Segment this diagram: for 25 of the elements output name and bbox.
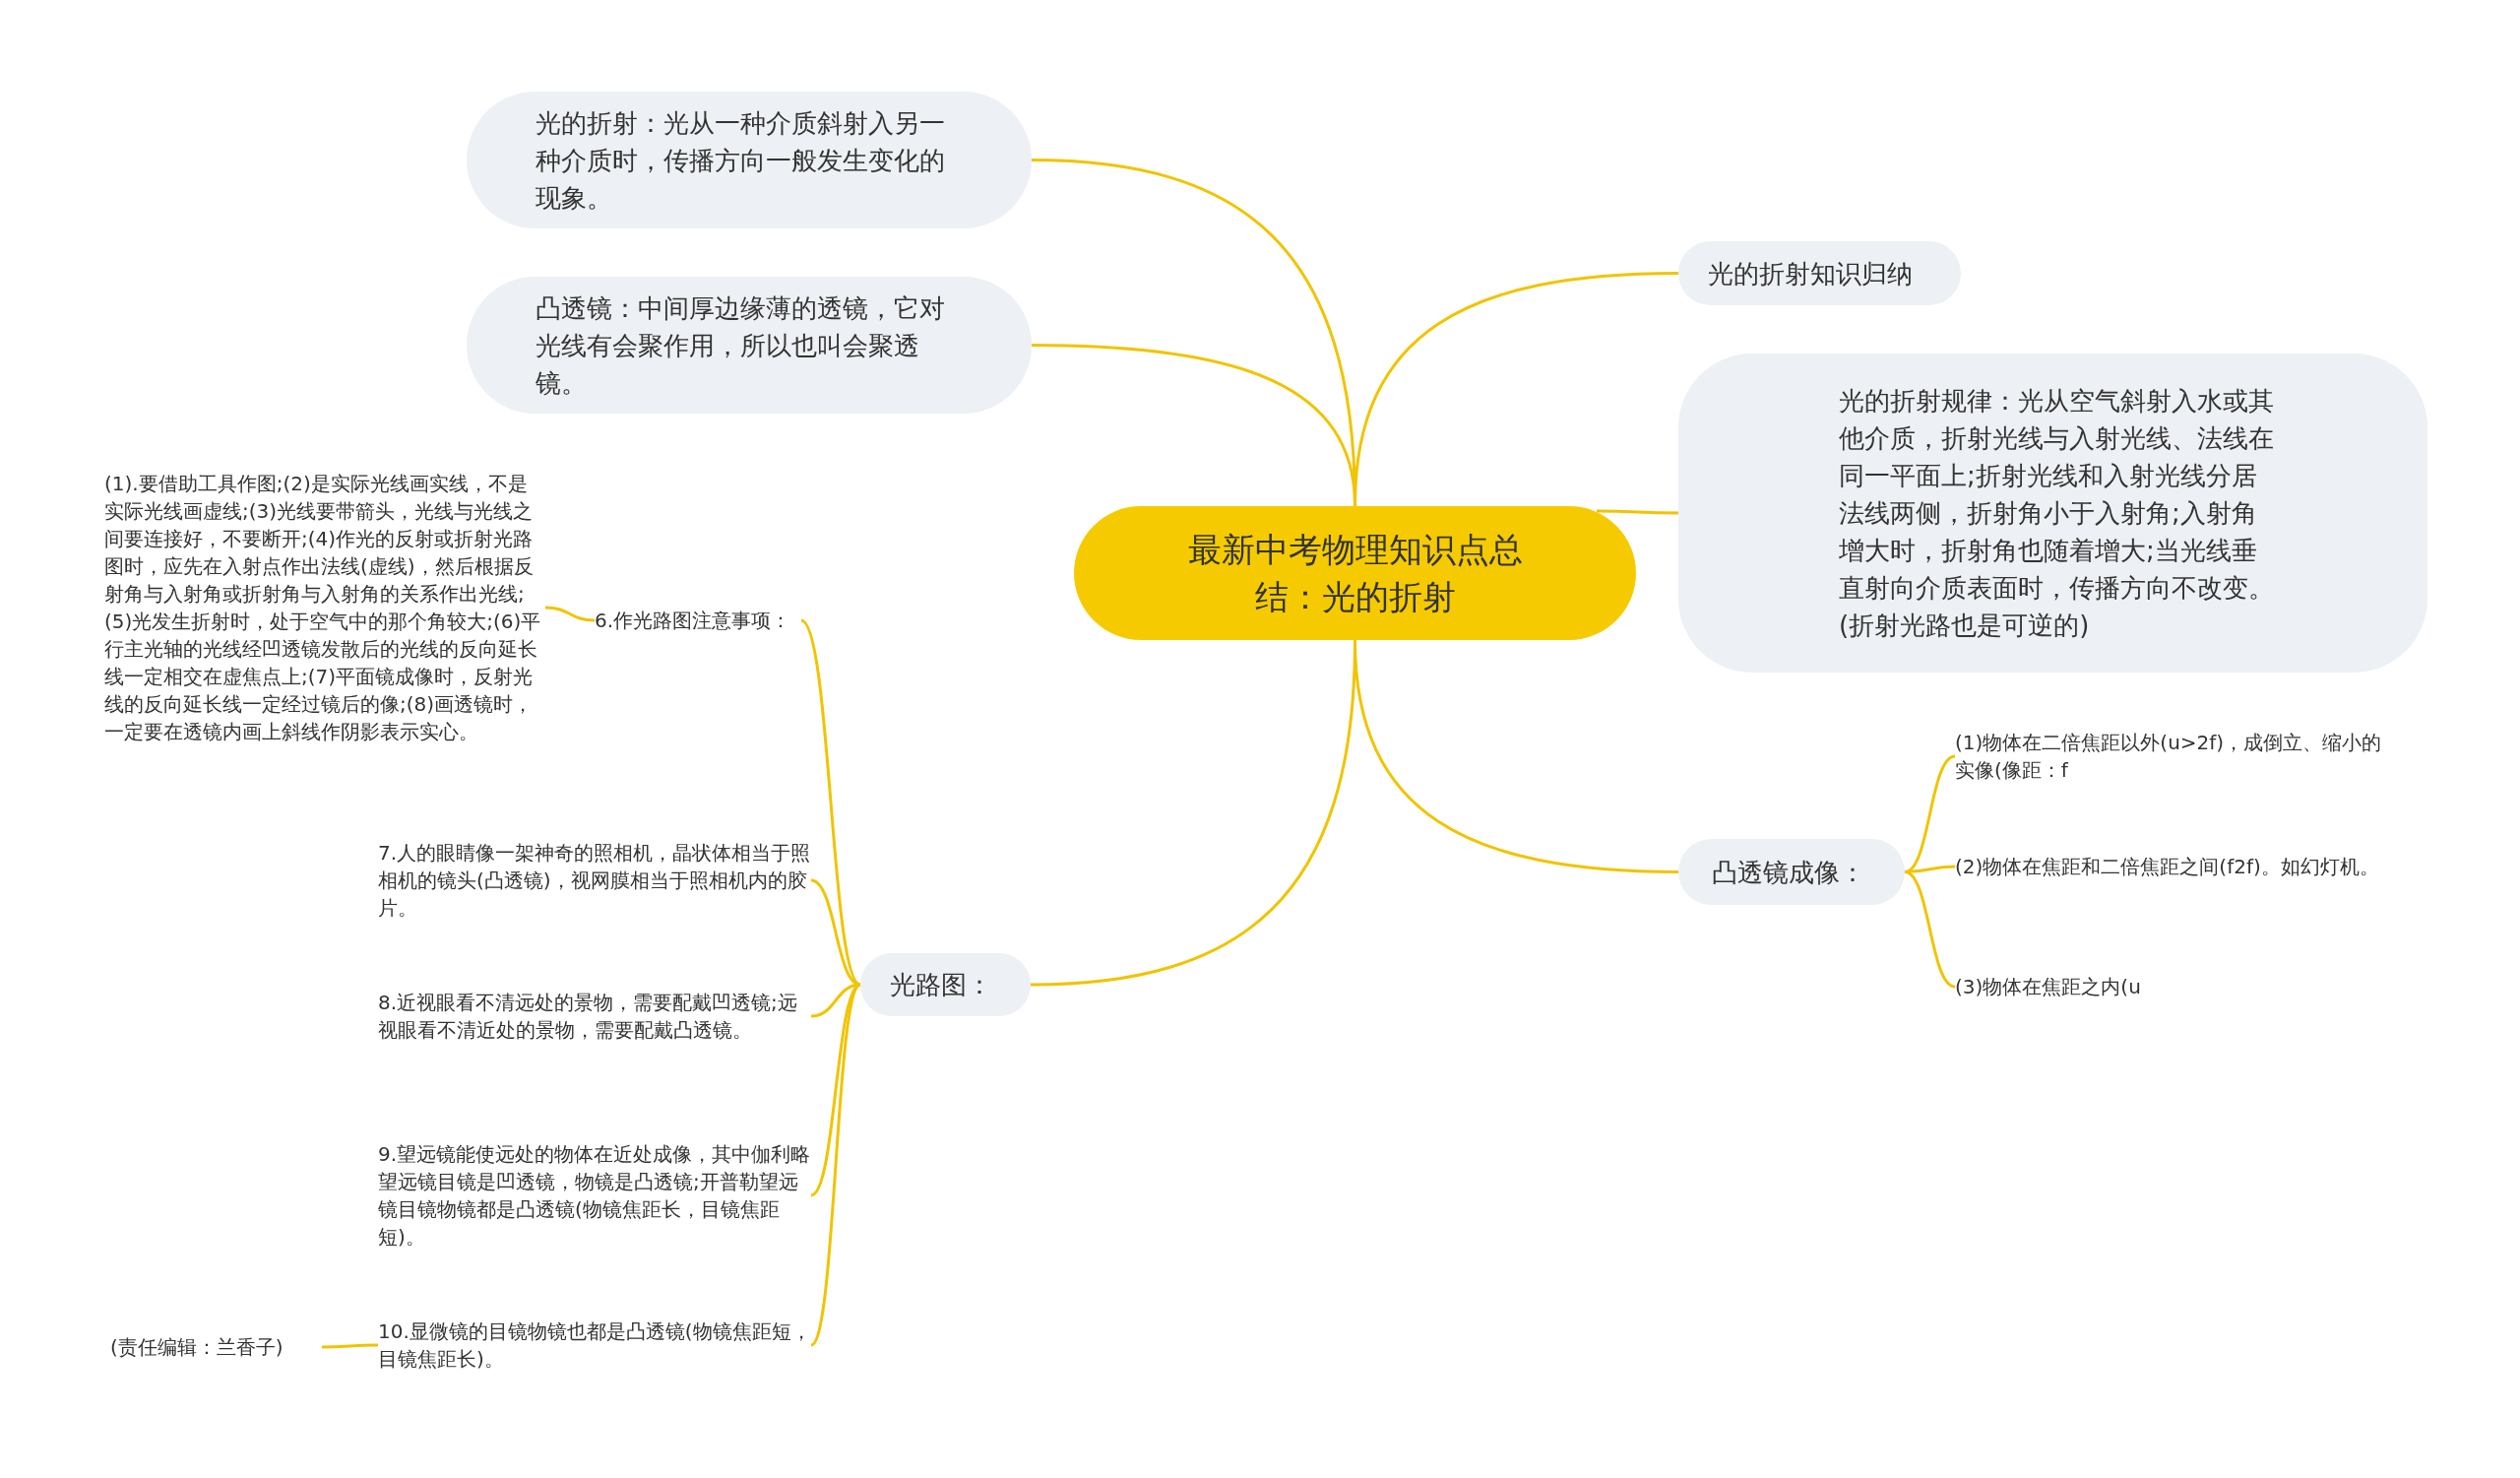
topic-text: 凸透镜：中间厚边缘薄的透镜，它对光线有会聚作用，所以也叫会聚透镜。 <box>536 291 946 400</box>
topic-bubble <box>1678 353 2427 673</box>
topic-text: 光的折射知识归纳 <box>1708 257 1914 290</box>
topic-text: (1)物体在二倍焦距以外(u>2f)，成倒立、缩小的实像(像距：f <box>1955 730 2383 784</box>
topic-text: 10.显微镜的目镜物镜也都是凸透镜(物镜焦距短，目镜焦距长)。 <box>378 1318 811 1373</box>
branch-line <box>322 1343 378 1349</box>
topic-text: 9.望远镜能使远处的物体在近处成像，其中伽利略望远镜目镜是凹透镜，物镜是凸透镜;开普勒望远镜目镜物镜都是凸透镜(物镜焦距长，目镜焦距短)。 <box>378 1141 811 1251</box>
topic-text: (2)物体在焦距和二倍焦距之间(f2f)。如幻灯机。 <box>1955 854 2380 880</box>
topic-text: 6.作光路图注意事项： <box>595 608 792 634</box>
topic-text: 光路图： <box>890 969 993 1001</box>
branch-line <box>1030 639 1356 987</box>
topic-text: 光的折射：光从一种介质斜射入另一种介质时，传播方向一般发生变化的现象。 <box>536 106 946 215</box>
branch-line <box>1597 509 1678 515</box>
branch-line <box>809 984 862 1346</box>
branch-line <box>1904 754 1956 873</box>
branch-line <box>1904 870 1956 989</box>
branch-line <box>544 606 596 622</box>
topic-text: 最新中考物理知识点总结：光的折射 <box>1186 529 1524 618</box>
topic-text: (1).要借助工具作图;(2)是实际光线画实线，不是实际光线画虚线;(3)光线要带箭头，光线与光线之间要连接好，不要断开;(4)作光的反射或折射光路图时，应先在入射点作出法线(虚线)，然后根据反射角与入射角或折射角与入射角的关系作出光线;(5)光发生折射时，处于空气中的那个角较大;(6)平行主光轴的光线经凹透镜发散后的光线的反向延长线一定相交在虚焦点上;(7)平面镜成像时，反射光线的反向延长线一定经过镜后的像;(8)画透镜时，一定要在透镜内画上斜线作阴影表示实心。 <box>104 471 542 745</box>
topic-text: (3)物体在焦距之内(u <box>1955 974 2142 1000</box>
topic-text: (责任编辑：兰香子) <box>110 1334 284 1361</box>
topic-text: 光的折射规律：光从空气斜射入水或其他介质，折射光线与入射光线、法线在同一平面上;折射光线和入射光线分居法线两侧，折射角小于入射角;入射角增大时，折射角也随着增大;当光线垂直射向介质表面时，传播方向不改变。(折射光路也是可逆的) <box>1839 385 2275 642</box>
topic-text: 8.近视眼看不清远处的景物，需要配戴凹透镜;远视眼看不清近处的景物，需要配戴凸透镜。 <box>378 990 798 1044</box>
topic-text: 7.人的眼睛像一架神奇的照相机，晶状体相当于照相机的镜头(凸透镜)，视网膜相当于照相机内的胶片。 <box>378 840 811 922</box>
topic-text: 凸透镜成像： <box>1712 856 1866 889</box>
